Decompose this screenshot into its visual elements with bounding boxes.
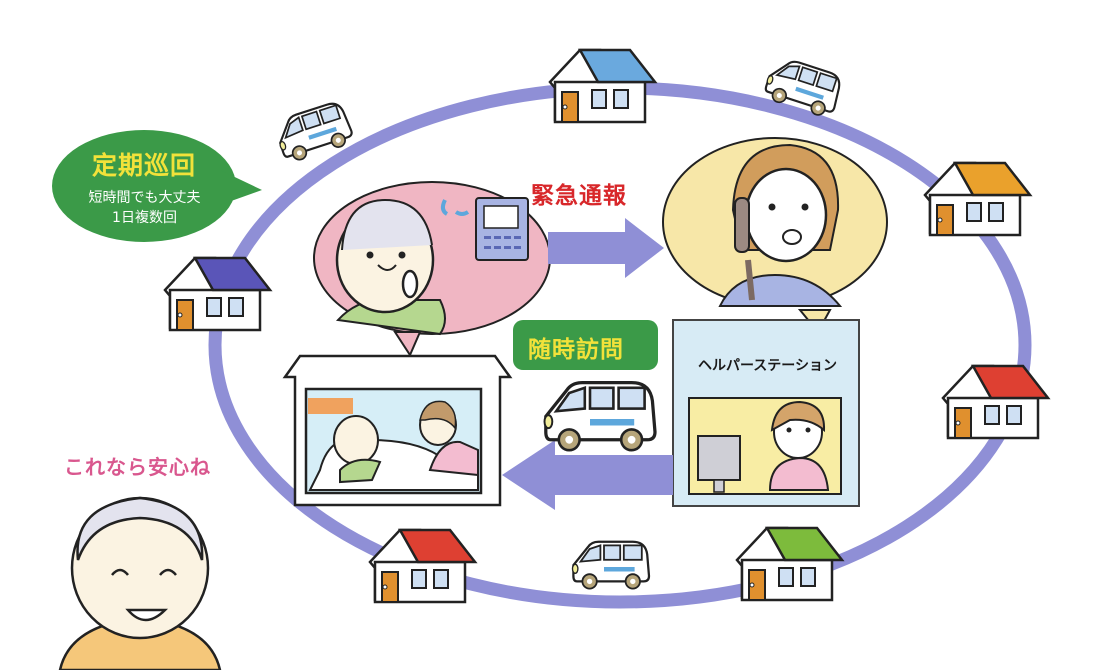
- relieved-elder: [58, 496, 222, 670]
- on-demand-visit-label: 随時訪問: [528, 337, 624, 363]
- house-right-top: [923, 161, 1033, 237]
- house-bottom-left: [368, 528, 478, 604]
- elder-comment-label: これなら安心ね: [64, 455, 211, 479]
- helper-station-panel: [672, 319, 860, 507]
- car-bottom: [571, 540, 651, 590]
- operator-scene: [662, 137, 888, 334]
- house-left: [163, 256, 273, 332]
- home-care-scene: [282, 354, 513, 507]
- emergency-arrow-right: [548, 218, 664, 278]
- regular-patrol-line2: 1日複数回: [112, 210, 177, 226]
- car-center: [542, 380, 657, 452]
- phone-handset-icon: [734, 197, 750, 253]
- regular-patrol-title: 定期巡回: [91, 151, 196, 180]
- elder-emergency-scene: [313, 181, 551, 358]
- regular-patrol-bubble: [52, 130, 262, 242]
- helper-station-label: ヘルパーステーション: [698, 358, 838, 374]
- regular-patrol-line1: 短時間でも大丈夫: [88, 190, 201, 206]
- visit-arrow-left: [502, 440, 673, 510]
- house-bottom-right: [735, 526, 845, 602]
- on-demand-visit-badge: [513, 320, 658, 370]
- house-right: [941, 364, 1051, 440]
- emergency-call-label: 緊急通報: [531, 183, 627, 209]
- house-top: [548, 48, 658, 124]
